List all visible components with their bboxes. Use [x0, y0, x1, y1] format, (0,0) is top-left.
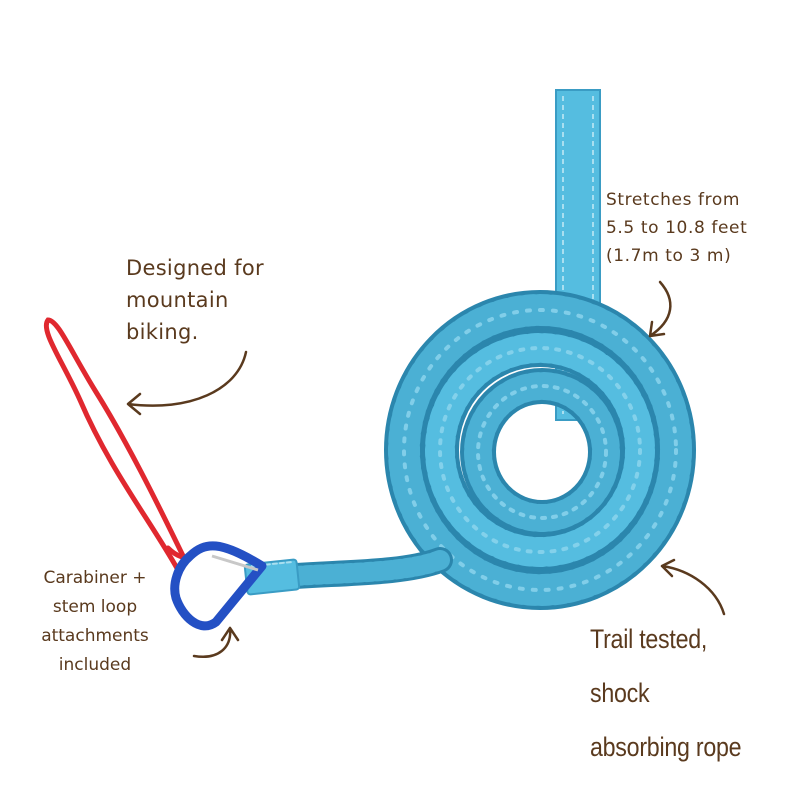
blue-carabiner	[170, 541, 267, 631]
callout-line: Carabiner +	[43, 568, 147, 588]
red-stem-loop	[43, 317, 195, 573]
callout-line: Stretches from	[606, 190, 740, 210]
callout-line: included	[58, 655, 132, 675]
callout-line: biking.	[126, 320, 199, 344]
curved-arrow-left-icon	[126, 350, 248, 416]
callout-line: (1.7m to 3 m)	[606, 246, 732, 266]
curved-arrow-up-icon	[192, 626, 240, 659]
callout-line: absorbing rope	[590, 732, 742, 762]
callout-designed-for-biking: Designed for mountain biking.	[126, 252, 264, 348]
callout-carabiner-included: Carabiner + stem loop attachments includ…	[20, 564, 170, 680]
curved-arrow-up-left-icon	[660, 558, 726, 616]
callout-stretch-length: Stretches from 5.5 to 10.8 feet (1.7m to…	[606, 186, 747, 270]
coiled-bungee-rope	[243, 290, 696, 610]
curved-arrow-down-icon	[648, 280, 672, 338]
callout-line: attachments	[41, 626, 149, 646]
callout-line: mountain	[126, 288, 229, 312]
callout-line: stem loop	[52, 597, 138, 617]
callout-trail-tested: Trail tested, shock absorbing rope	[590, 612, 771, 774]
callout-line: 5.5 to 10.8 feet	[606, 218, 748, 238]
callout-line: Designed for	[126, 256, 264, 280]
callout-line: Trail tested, shock	[590, 624, 708, 708]
